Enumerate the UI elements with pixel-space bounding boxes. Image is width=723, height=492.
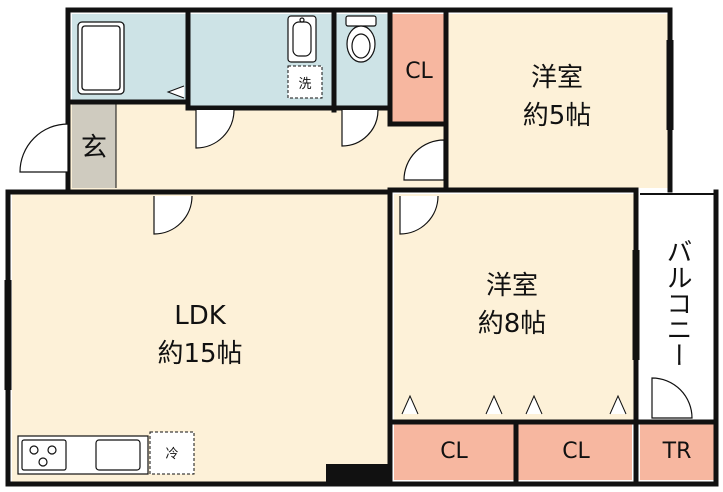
trunk-room-floor bbox=[640, 422, 714, 480]
balcony-label: バルコニー bbox=[662, 238, 692, 368]
closet-bottom-left-floor bbox=[394, 422, 514, 480]
western-small-name: 洋室 bbox=[531, 63, 583, 93]
closet-bottom-right-floor bbox=[518, 422, 632, 480]
washer-label: 洗 bbox=[298, 77, 311, 92]
closet-bottom-right-label: CL bbox=[562, 439, 590, 464]
entrance-label: 玄 bbox=[81, 133, 107, 163]
fridge-space bbox=[149, 431, 195, 475]
ldk-size: 約15帖 bbox=[157, 339, 242, 369]
western-small-floor bbox=[448, 14, 668, 188]
hallway-floor bbox=[70, 100, 448, 190]
western-large-name: 洋室 bbox=[486, 271, 538, 301]
fridge-label: 冷 bbox=[165, 447, 178, 462]
bath-door-icon bbox=[166, 85, 185, 99]
windows bbox=[4, 40, 674, 390]
closet-door-marks bbox=[401, 394, 627, 415]
ldk-bottom-wall-block bbox=[326, 464, 392, 484]
washer-space bbox=[287, 65, 323, 99]
stove-icon bbox=[17, 435, 149, 475]
closet-bottom-left-label: CL bbox=[440, 439, 468, 464]
trunk-room-label: TR bbox=[662, 439, 692, 464]
entrance-floor bbox=[72, 104, 116, 188]
door-swing-icon bbox=[19, 109, 693, 419]
closet-top-floor bbox=[392, 14, 446, 122]
washbasin-icon bbox=[287, 15, 317, 63]
western-large-size: 約8帖 bbox=[478, 309, 547, 339]
ldk-name: LDK bbox=[174, 301, 227, 331]
western-large-floor bbox=[394, 194, 634, 422]
closet-top-label: CL bbox=[405, 59, 433, 84]
toilet-icon bbox=[345, 15, 377, 63]
bathtub-icon bbox=[77, 21, 125, 95]
western-small-size: 約5帖 bbox=[523, 101, 592, 131]
ldk-floor bbox=[12, 194, 388, 482]
